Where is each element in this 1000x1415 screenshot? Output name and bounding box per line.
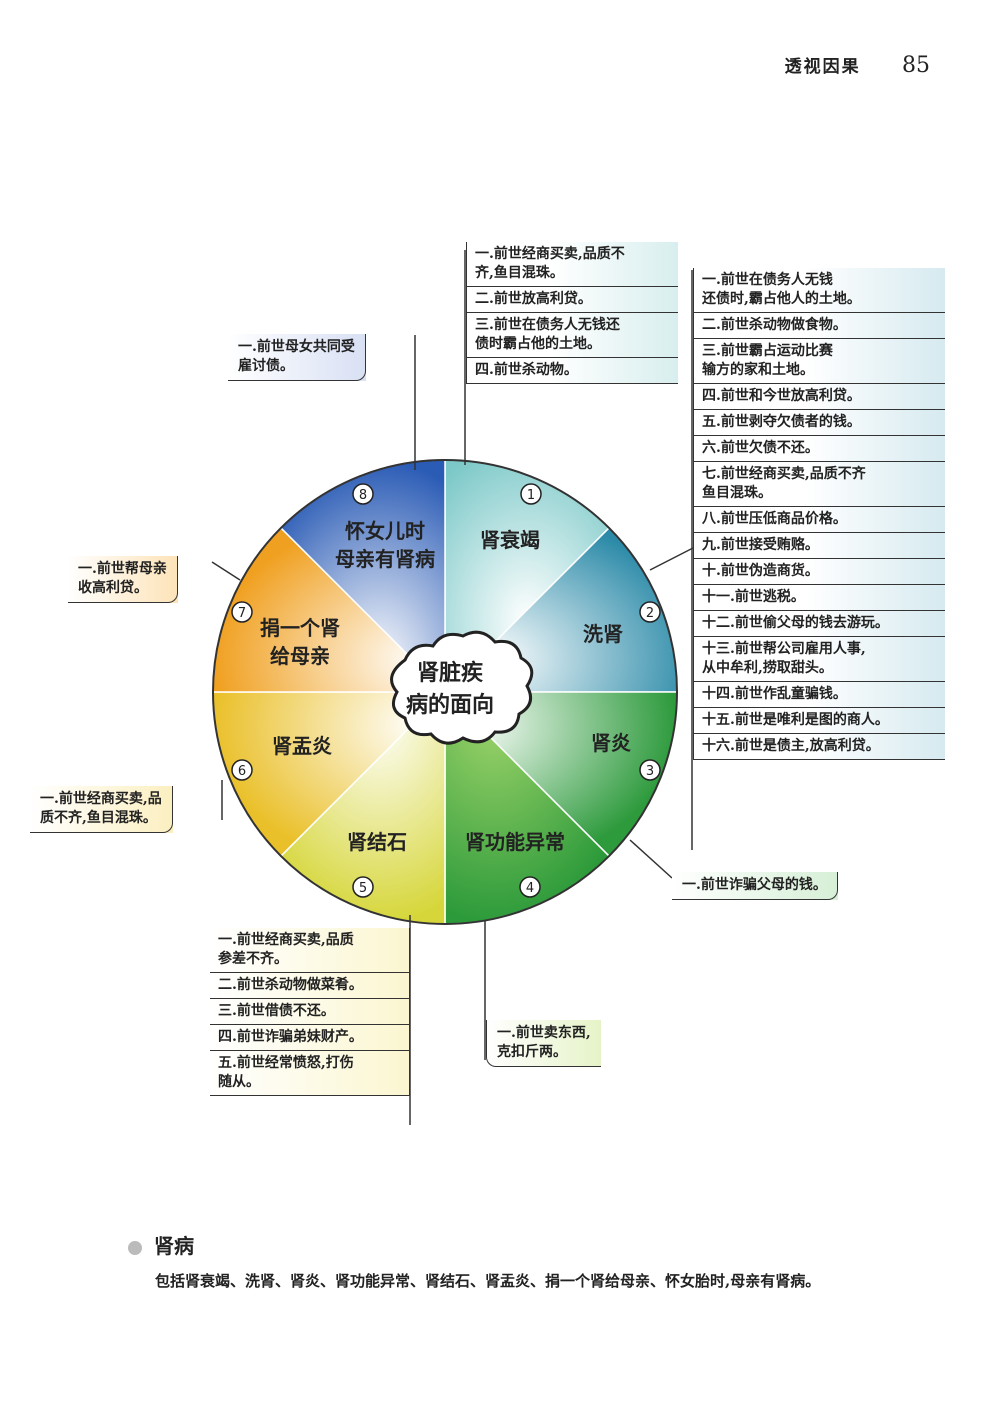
- box2-item: 十一.前世逃税。: [693, 585, 945, 611]
- sector-number-badge-7: [231, 601, 253, 623]
- box6-item: 一.前世经商买卖,品 质不齐,鱼目混珠。: [30, 786, 173, 833]
- sector-number-badge-4: [519, 876, 541, 898]
- box2-item: 五.前世剥夺欠债者的钱。: [693, 410, 945, 436]
- sector-number-badge-8: [352, 483, 374, 505]
- box2-item: 七.前世经商买卖,品质不齐 鱼目混珠。: [693, 462, 945, 507]
- sector-number-badge-3: [639, 759, 661, 781]
- box-1-causes: 一.前世经商买卖,品质不 齐,鱼目混珠。 二.前世放高利贷。 三.前世在债务人无…: [466, 242, 678, 384]
- box2-item: 四.前世和今世放高利贷。: [693, 384, 945, 410]
- box2-item: 九.前世接受贿赂。: [693, 533, 945, 559]
- box2-item: 三.前世霸占运动比赛 输方的家和土地。: [693, 339, 945, 384]
- wheel-rim: [212, 459, 678, 925]
- sector-label-1: 肾衰竭: [480, 528, 540, 552]
- page-number: 85: [902, 53, 930, 78]
- center-label: 肾脏疾病的面向: [406, 660, 494, 718]
- sector-number-8: 8: [359, 488, 367, 503]
- sector-number-4: 4: [526, 881, 534, 896]
- box5-item: 三.前世借债不还。: [210, 999, 410, 1025]
- box2-item: 十六.前世是债主,放高利贷。: [693, 734, 945, 760]
- sector-number-2: 2: [646, 606, 654, 621]
- box-6-causes: 一.前世经商买卖,品 质不齐,鱼目混珠。: [30, 786, 173, 833]
- box-4-causes: 一.前世卖东西, 克扣斤两。: [486, 1020, 601, 1067]
- box2-item: 六.前世欠债不还。: [693, 436, 945, 462]
- sector-number-3: 3: [646, 764, 654, 779]
- box5-item: 五.前世经常愤怒,打伤 随从。: [210, 1051, 410, 1096]
- sector-number-1: 1: [527, 488, 535, 503]
- connector-lines: [211, 250, 694, 1125]
- sector-label-7: 捐一个肾给母亲: [260, 616, 340, 668]
- sector-number-5: 5: [359, 881, 367, 896]
- sector-number-badge-2: [639, 601, 661, 623]
- box2-item: 十.前世伪造商货。: [693, 559, 945, 585]
- box5-item: 一.前世经商买卖,品质 参差不齐。: [210, 928, 410, 973]
- center-cloud: [390, 630, 534, 745]
- box8-item: 一.前世母女共同受 雇讨债。: [228, 334, 366, 381]
- box2-item: 十五.前世是唯利是图的商人。: [693, 708, 945, 734]
- box-5-causes: 一.前世经商买卖,品质 参差不齐。 二.前世杀动物做菜肴。 三.前世借债不还。 …: [210, 928, 410, 1096]
- box5-item: 四.前世诈骗弟妹财产。: [210, 1025, 410, 1051]
- box1-item: 三.前世在债务人无钱还 债时霸占他的土地。: [466, 313, 678, 358]
- section-text: 包括肾衰竭、洗肾、肾炎、肾功能异常、肾结石、肾盂炎、捐一个肾给母亲、怀女胎时,母…: [155, 1272, 821, 1290]
- box2-item: 一.前世在债务人无钱 还债时,霸占他人的土地。: [693, 268, 945, 313]
- box4-item: 一.前世卖东西, 克扣斤两。: [486, 1020, 601, 1067]
- box-3-causes: 一.前世诈骗父母的钱。: [672, 872, 838, 900]
- box3-item: 一.前世诈骗父母的钱。: [672, 872, 838, 900]
- box2-item: 八.前世压低商品价格。: [693, 507, 945, 533]
- sector-label-4: 肾功能异常: [465, 830, 565, 854]
- section-title: 肾病: [128, 1230, 194, 1259]
- page-header: 透视因果 85: [785, 52, 930, 78]
- box2-item: 二.前世杀动物做食物。: [693, 313, 945, 339]
- box5-item: 二.前世杀动物做菜肴。: [210, 973, 410, 999]
- box2-item: 十二.前世偷父母的钱去游玩。: [693, 611, 945, 637]
- box-7-causes: 一.前世帮母亲 收高利贷。: [68, 556, 178, 603]
- sector-number-badge-6: [231, 759, 253, 781]
- box1-item: 四.前世杀动物。: [466, 358, 678, 384]
- sector-label-5: 肾结石: [347, 830, 407, 854]
- box1-item: 二.前世放高利贷。: [466, 287, 678, 313]
- sector-number-6: 6: [238, 764, 246, 779]
- sector-number-7: 7: [238, 606, 246, 621]
- box7-item: 一.前世帮母亲 收高利贷。: [68, 556, 178, 603]
- chapter-title: 透视因果: [784, 57, 861, 77]
- sector-label-3: 肾炎: [591, 731, 631, 755]
- sector-label-6: 肾盂炎: [272, 734, 332, 758]
- box1-item: 一.前世经商买卖,品质不 齐,鱼目混珠。: [466, 242, 678, 287]
- box-8-causes: 一.前世母女共同受 雇讨债。: [228, 334, 366, 381]
- sector-number-badge-5: [352, 876, 374, 898]
- box2-item: 十四.前世作乱童骗钱。: [693, 682, 945, 708]
- box-2-causes: 一.前世在债务人无钱 还债时,霸占他人的土地。 二.前世杀动物做食物。 三.前世…: [693, 268, 945, 760]
- sector-label-8: 怀女儿时母亲有肾病: [335, 519, 435, 571]
- sector-number-badge-1: [520, 483, 542, 505]
- wheel-sectors: 肾衰竭 1 洗肾 2 肾炎 3 肾功能异常 4 肾结石 5 肾盂炎 6 捐一个肾给母亲 7 怀女儿时母亲有肾…: [212, 459, 678, 925]
- box2-item: 十三.前世帮公司雇用人事, 从中牟利,捞取甜头。: [693, 637, 945, 682]
- sector-label-2: 洗肾: [583, 622, 623, 646]
